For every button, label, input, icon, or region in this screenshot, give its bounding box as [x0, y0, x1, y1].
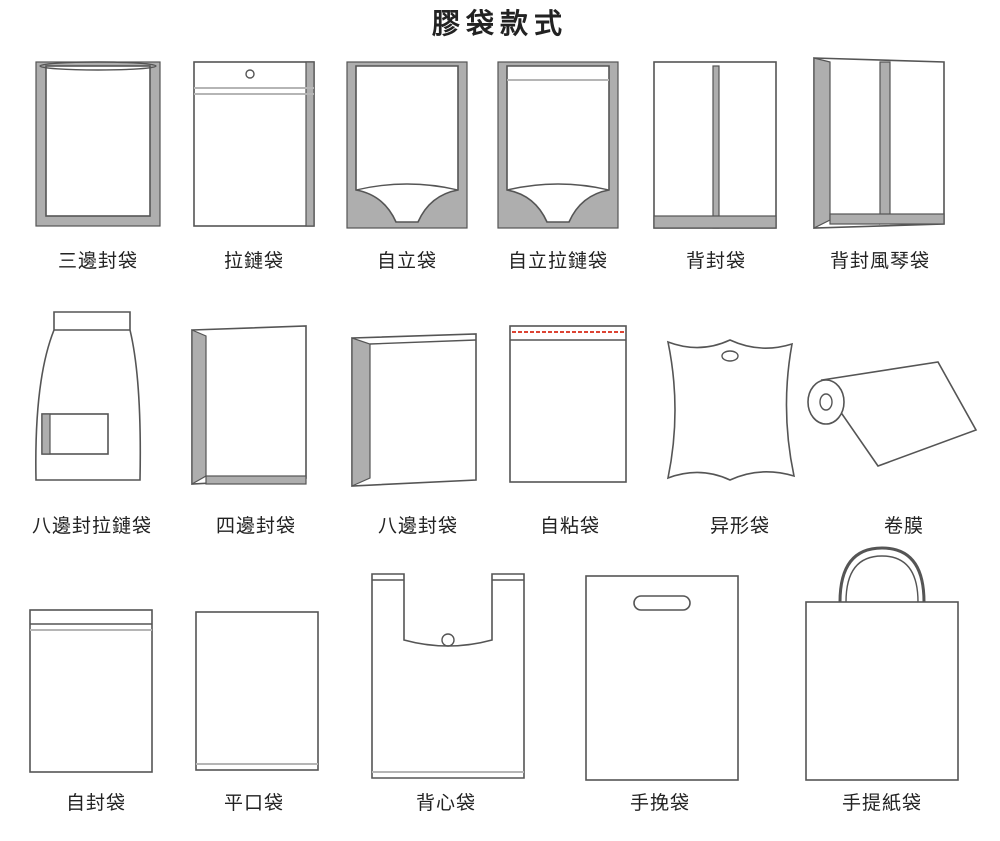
label-zipper-bag: 拉鏈袋 [223, 250, 285, 272]
eight-side-seal-bag-illustration [351, 333, 477, 487]
stand-up-zipper-pouch-illustration [497, 61, 619, 229]
ziplock-bag-illustration [29, 609, 153, 773]
label-four-side-seal-bag: 四邊封袋 [215, 515, 297, 537]
four-side-seal-bag-illustration [191, 325, 307, 486]
label-back-seal-gusset-bag: 背封風琴袋 [829, 250, 931, 272]
vest-bag-illustration [371, 573, 525, 779]
paper-handle-bag-illustration [805, 546, 959, 781]
label-self-adhesive-bag: 自粘袋 [539, 515, 601, 537]
label-flat-bag: 平口袋 [223, 792, 285, 814]
label-ziplock-bag: 自封袋 [65, 792, 127, 814]
back-seal-bag-illustration [653, 61, 777, 229]
label-eight-side-seal-bag: 八邊封袋 [377, 515, 459, 537]
three-side-seal-bag-illustration [35, 61, 161, 227]
label-eight-side-seal-zipper-bag: 八邊封拉鏈袋 [31, 515, 153, 537]
page-title: 膠袋款式 [431, 7, 568, 40]
eight-side-seal-zipper-bag-illustration [35, 311, 142, 481]
label-vest-bag: 背心袋 [415, 792, 477, 814]
label-stand-up-zipper-pouch: 自立拉鏈袋 [507, 250, 609, 272]
back-seal-gusset-bag-illustration [813, 57, 945, 229]
stand-up-pouch-illustration [346, 61, 468, 229]
label-back-seal-bag: 背封袋 [685, 250, 747, 272]
zipper-bag-illustration [193, 61, 315, 227]
label-paper-handle-bag: 手提紙袋 [841, 792, 923, 814]
self-adhesive-bag-illustration [509, 325, 627, 483]
label-three-side-seal-bag: 三邊封袋 [57, 250, 139, 272]
die-cut-handle-bag-illustration [585, 575, 739, 781]
irregular-shape-bag-illustration [666, 339, 796, 481]
label-die-cut-handle-bag: 手挽袋 [629, 792, 691, 814]
label-stand-up-pouch: 自立袋 [376, 250, 438, 272]
label-roll-film: 卷膜 [883, 515, 925, 537]
roll-film-illustration [807, 361, 978, 467]
flat-bag-illustration [195, 611, 319, 771]
label-irregular-shape-bag: 异形袋 [709, 515, 771, 537]
